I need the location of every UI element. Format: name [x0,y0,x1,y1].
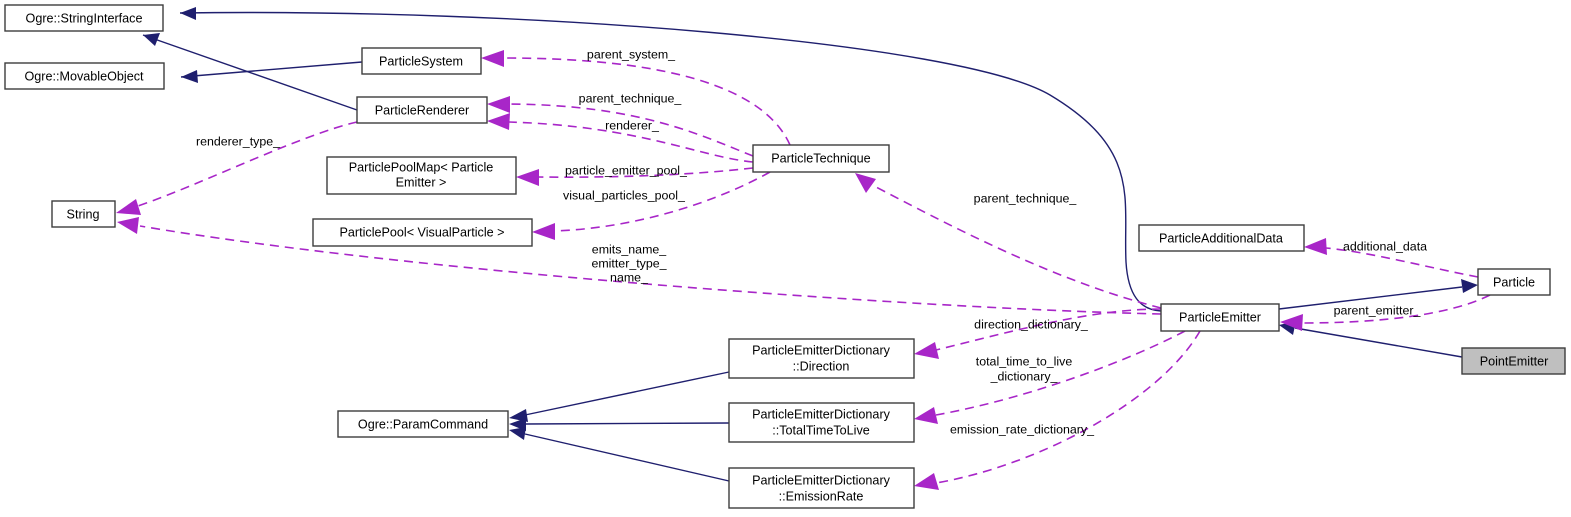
class-label-ogre-stringinterface: Ogre::StringInterface [26,11,143,25]
edge-label-visual-particles-pool: visual_particles_pool_ [563,188,686,202]
edge-label-emits-name-line-2: emitter_type_ [591,256,667,270]
class-node-ogre-stringinterface[interactable]: Ogre::StringInterface [4,4,164,32]
edge-parent-technique-emitter [855,173,1162,309]
class-label-string: String [67,207,100,221]
class-node-particlesystem[interactable]: ParticleSystem [361,47,482,75]
class-label-particle: Particle [1493,275,1535,289]
edge-dictemission-to-paramcommand [509,427,730,482]
class-node-particlepoolmap[interactable]: ParticlePoolMap< Particle Emitter > [326,156,517,195]
class-label-dictionary-totaltimetolive-line-2: ::TotalTimeToLive [772,423,870,437]
class-label-dictionary-emissionrate-line-1: ParticleEmitterDictionary [752,473,891,487]
edge-additional-data [1304,238,1479,278]
class-label-particleadditionaldata: ParticleAdditionalData [1159,231,1283,245]
edge-label-renderer-type: renderer_type_ [196,134,281,148]
class-label-ogre-movableobject: Ogre::MovableObject [25,69,144,83]
class-node-pointemitter[interactable]: PointEmitter [1461,347,1566,375]
class-node-ogre-paramcommand[interactable]: Ogre::ParamCommand [337,410,509,438]
edge-emits-name [117,217,1162,315]
edge-parent-emitter [1280,294,1491,331]
class-node-dictionary-direction[interactable]: ParticleEmitterDictionary ::Direction [728,338,915,379]
edge-particleemitter-to-stringinterface [179,7,1162,312]
edge-label-total-time-dictionary: total_time_to_live _dictionary_ [976,354,1073,383]
edge-dicttotaltime-to-paramcommand [509,418,730,431]
class-label-dictionary-direction-line-1: ParticleEmitterDictionary [752,343,891,357]
edge-particlesystem-to-movableobject [180,61,363,83]
edge-label-parent-technique-2: parent_technique_ [974,191,1078,205]
edge-total-time-dictionary [914,330,1186,424]
class-boxes: Ogre::StringInterface Ogre::MovableObjec… [4,4,1566,509]
edge-particleemitter-to-particle [1278,279,1478,310]
edge-renderer-type [116,121,358,215]
class-label-pointemitter: PointEmitter [1480,354,1549,368]
class-node-particleadditionaldata[interactable]: ParticleAdditionalData [1138,224,1305,252]
edge-emission-dictionary [914,330,1201,490]
edge-particlerenderer-to-stringinterface [142,33,358,111]
edge-particle-emitter-pool [516,167,754,186]
usage-edges [116,50,1491,490]
class-label-particlepoolmap-line-1: ParticlePoolMap< Particle [349,160,494,174]
edge-renderer [487,113,754,163]
edge-pointemitter-to-particleemitter [1279,321,1463,358]
class-node-particle[interactable]: Particle [1477,268,1551,296]
class-label-particleemitter: ParticleEmitter [1179,310,1261,324]
class-label-dictionary-emissionrate-line-2: ::EmissionRate [779,489,864,503]
edge-parent-technique-renderer [487,96,754,157]
class-label-dictionary-direction-line-2: ::Direction [793,359,850,373]
class-label-particletechnique: ParticleTechnique [771,151,870,165]
edge-label-particle-emitter-pool: particle_emitter_pool_ [565,163,688,177]
edge-label-parent-emitter: parent_emitter_ [1334,303,1422,317]
class-label-particlepool: ParticlePool< VisualParticle > [340,225,505,239]
class-label-particlerenderer: ParticleRenderer [375,103,470,117]
class-node-particleemitter[interactable]: ParticleEmitter [1160,303,1280,332]
edge-label-additional-data: additional_data [1343,239,1427,253]
edge-label-emits-name: emits_name_ emitter_type_ name_ [591,242,667,284]
edge-label-total-time-line-1: total_time_to_live [976,354,1073,368]
class-label-particlepoolmap-line-2: Emitter > [396,175,447,189]
edge-label-parent-system: parent_system_ [587,47,676,61]
edge-label-total-time-line-2: _dictionary_ [990,369,1059,383]
edge-label-emits-name-line-3: name_ [610,270,649,284]
class-node-particlerenderer[interactable]: ParticleRenderer [356,96,488,124]
edge-visual-particles-pool [532,171,771,240]
edge-label-emission-dictionary: emission_rate_dictionary_ [950,422,1095,436]
edge-label-emits-name-line-1: emits_name_ [592,242,667,256]
edge-label-direction-dictionary: direction_dictionary_ [974,317,1089,331]
edge-labels: parent_system_ parent_technique_ rendere… [196,47,1427,436]
class-label-dictionary-totaltimetolive-line-1: ParticleEmitterDictionary [752,407,891,421]
class-node-dictionary-totaltimetolive[interactable]: ParticleEmitterDictionary ::TotalTimeToL… [728,402,915,443]
class-node-particlepool[interactable]: ParticlePool< VisualParticle > [312,218,533,247]
class-node-ogre-movableobject[interactable]: Ogre::MovableObject [4,62,165,90]
class-node-particletechnique[interactable]: ParticleTechnique [752,144,890,173]
class-label-particlesystem: ParticleSystem [379,54,463,68]
edge-parent-system [481,50,791,146]
class-node-string[interactable]: String [51,200,116,228]
edge-label-renderer: renderer_ [605,118,660,132]
edge-dictdirection-to-paramcommand [509,371,730,422]
class-node-dictionary-emissionrate[interactable]: ParticleEmitterDictionary ::EmissionRate [728,467,915,509]
edge-direction-dictionary [914,308,1162,359]
edge-label-parent-technique-1: parent_technique_ [579,91,683,105]
class-label-ogre-paramcommand: Ogre::ParamCommand [358,417,488,431]
